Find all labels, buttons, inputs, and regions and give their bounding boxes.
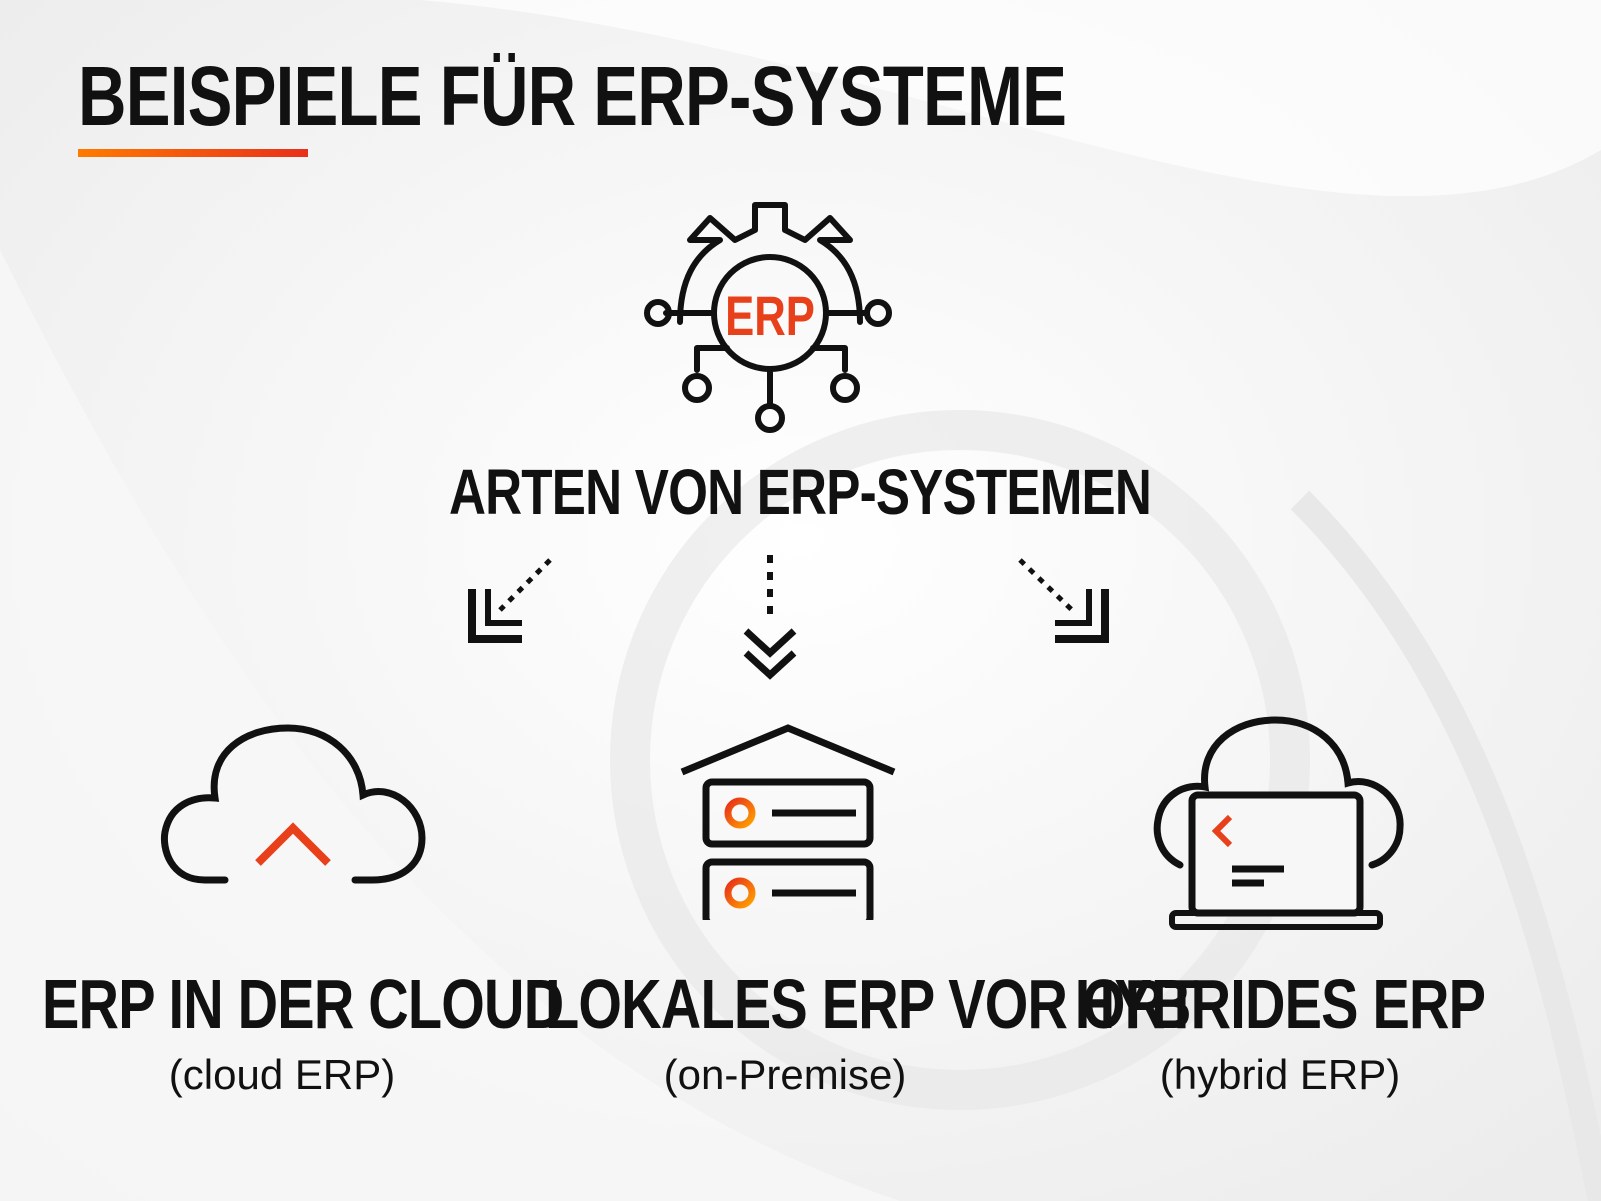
title-underline [78,149,308,157]
arrow-down-left-icon [468,558,552,643]
cloud-laptop-icon [1153,716,1404,930]
erp-badge-text: ERP [725,285,815,347]
server-house-icon [680,724,896,920]
arrow-down-right-icon [1018,558,1109,643]
hybrid-erp-subtitle: (hybrid ERP) [1159,1051,1401,1098]
erp-gear-icon: ERP [644,202,892,433]
arrow-down-icon [743,555,797,680]
cloud-upload-icon [160,724,426,920]
onpremise-erp-subtitle: (on-Premise) [663,1051,907,1098]
erp-types-heading: ARTEN VON ERP-SYSTEMEN [448,456,1152,528]
onpremise-erp-title: LOKALES ERP VOR ORT [545,965,1199,1043]
cloud-erp-subtitle: (cloud ERP) [168,1051,396,1098]
page-title: BEISPIELE FÜR ERP-SYSTEME [78,49,1067,143]
hybrid-erp-title: HYBRIDES ERP [1074,965,1486,1043]
cloud-erp-title: ERP IN DER CLOUD [42,965,564,1043]
